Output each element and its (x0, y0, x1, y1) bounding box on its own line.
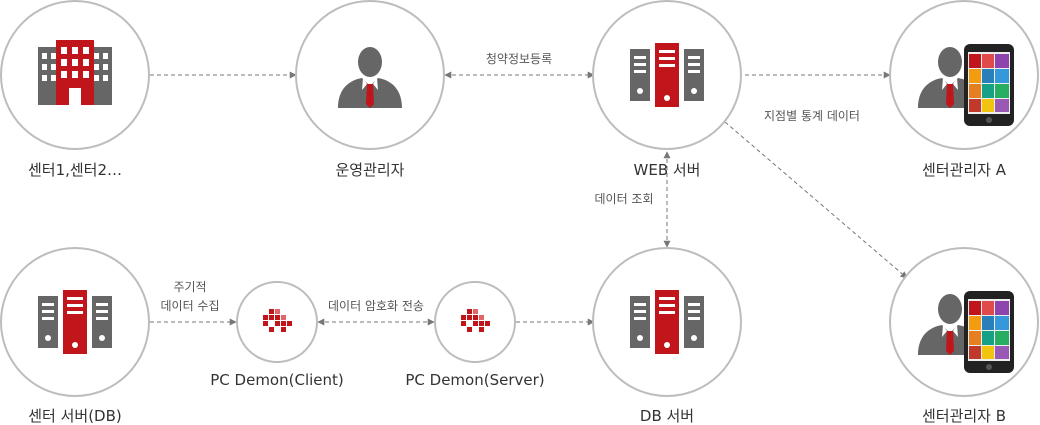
smartphone-icon (964, 291, 1014, 373)
node-centers (0, 0, 150, 150)
node-operator (295, 0, 445, 150)
server-icon (630, 43, 704, 107)
node-web-server (592, 0, 742, 150)
node-center-admin-a (889, 0, 1039, 150)
smartphone-icon (964, 44, 1014, 126)
node-label-centers: 센터1,센터2… (28, 161, 122, 179)
node-label-center-admin-b: 센터관리자 B (922, 407, 1006, 425)
node-label-center-server: 센터 서버(DB) (28, 407, 122, 425)
edge-label-branch-stats: 지점별 통계 데이터 (764, 109, 860, 123)
server-icon (38, 290, 112, 354)
building-icon (38, 40, 112, 105)
node-label-pc-server: PC Demon(Server) (405, 371, 544, 389)
node-pc-server (434, 281, 516, 363)
edge-label-encrypt-send: 데이터 암호화 전송 (328, 299, 424, 313)
server-icon (630, 290, 704, 354)
edge-label-periodic-2: 데이터 수집 (160, 299, 219, 313)
edge-label-subscription: 청약정보등록 (486, 51, 552, 66)
node-center-admin-b (889, 247, 1039, 397)
edge-label-data-query: 데이터 조회 (594, 192, 653, 206)
edge-label-periodic-1: 주기적 (173, 280, 206, 294)
node-label-pc-client: PC Demon(Client) (210, 371, 344, 389)
node-label-operator: 운영관리자 (335, 161, 404, 179)
node-center-server (0, 247, 150, 397)
node-pc-client (236, 281, 318, 363)
edge-web-admin-b (724, 121, 908, 279)
node-label-web-server: WEB 서버 (634, 161, 701, 179)
node-label-db-server: DB 서버 (640, 407, 694, 425)
node-db-server (592, 247, 742, 397)
node-label-center-admin-a: 센터관리자 A (922, 161, 1007, 179)
